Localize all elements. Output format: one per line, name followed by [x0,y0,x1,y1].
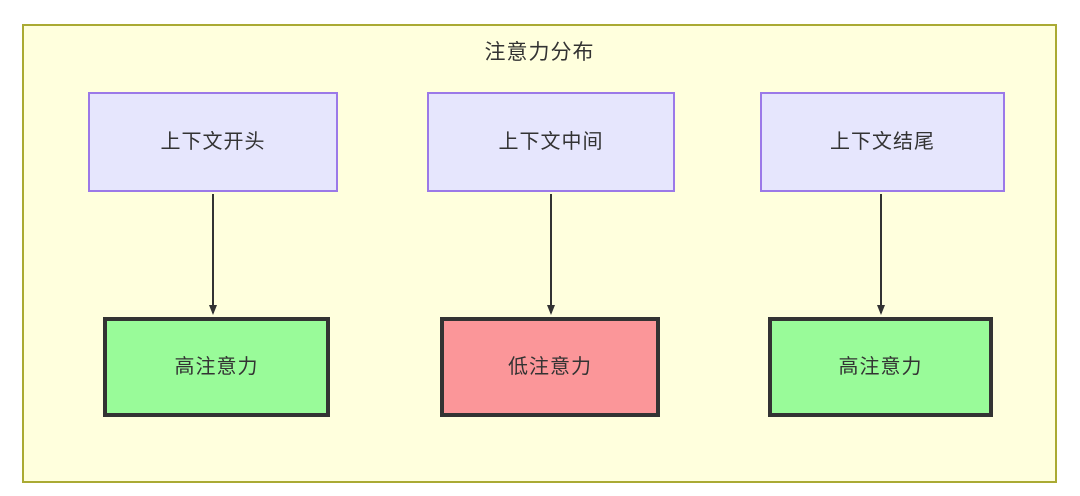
node-context-middle[interactable]: 上下文中间 [427,92,675,192]
node-attention-middle-label: 低注意力 [508,356,592,378]
node-attention-start-label: 高注意力 [174,356,259,378]
node-context-end[interactable]: 上下文结尾 [760,92,1005,192]
node-context-middle-label: 上下文中间 [498,131,604,153]
node-attention-end[interactable]: 高注意力 [768,317,993,417]
node-context-start-label: 上下文开头 [160,131,266,153]
node-context-end-label: 上下文结尾 [830,131,935,153]
node-context-start[interactable]: 上下文开头 [88,92,338,192]
diagram-title: 注意力分布 [484,41,595,64]
node-attention-middle[interactable]: 低注意力 [440,317,660,417]
node-attention-end-label: 高注意力 [838,356,923,378]
node-attention-start[interactable]: 高注意力 [103,317,330,417]
